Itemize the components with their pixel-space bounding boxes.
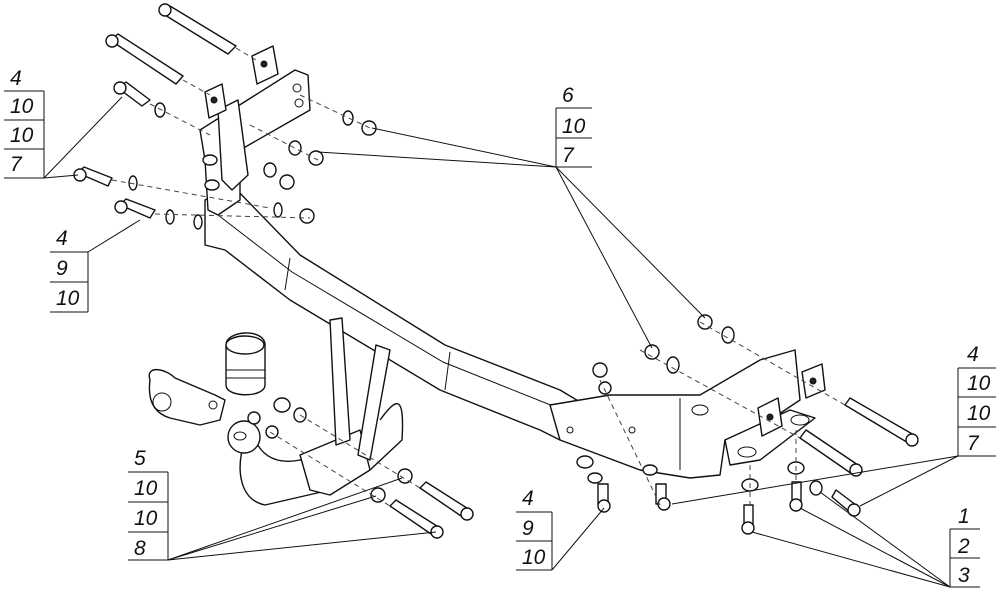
callout-label: 4 <box>56 227 68 250</box>
bolt-left-1 <box>113 81 151 107</box>
callout-label: 10 <box>967 402 991 425</box>
bolt-left-2 <box>73 166 113 187</box>
callout-label: 5 <box>134 447 146 470</box>
callout-label: 4 <box>10 67 22 90</box>
callout-bottom-center: 4 9 10 <box>516 487 605 571</box>
callout-label: 3 <box>958 564 970 587</box>
tow-ball-neck <box>227 317 404 506</box>
bolt-top-2 <box>105 33 184 85</box>
bolt-lower-mid <box>597 483 671 513</box>
cross-beam <box>204 184 586 441</box>
bolt-top-1 <box>158 3 237 55</box>
callout-top-center: 6 10 7 <box>317 84 706 349</box>
left-mounting-bracket <box>199 45 311 216</box>
assembly-axis-lines <box>111 47 846 507</box>
callout-top-left: 4 10 10 7 <box>4 67 123 179</box>
callout-label: 4 <box>967 343 979 366</box>
bolt-vertical-1 <box>741 504 755 535</box>
socket-plate <box>148 368 226 426</box>
bolt-left-3 <box>114 198 156 219</box>
callout-bottom-right: 1 2 3 <box>751 491 980 588</box>
bolts <box>73 3 919 539</box>
callout-right: 4 10 10 7 <box>671 343 996 507</box>
callout-label: 7 <box>967 432 980 455</box>
bolt-right-1 <box>844 397 919 447</box>
right-mounting-bracket <box>549 349 826 479</box>
callout-label: 10 <box>134 507 158 530</box>
ball-cover-cap <box>225 332 266 396</box>
callout-label: 10 <box>522 546 546 569</box>
bolt-right-3 <box>831 489 861 517</box>
callout-label: 9 <box>522 517 534 540</box>
callout-bottom-left: 5 10 10 8 <box>128 447 437 561</box>
callout-mid-left: 4 9 10 <box>50 219 141 313</box>
callout-label: 7 <box>562 144 575 167</box>
bolt-vertical-2 <box>789 481 803 512</box>
callout-label: 9 <box>56 257 68 280</box>
bolt-bottom-2 <box>389 499 444 539</box>
callout-label: 6 <box>562 84 574 107</box>
callout-label: 2 <box>957 535 970 558</box>
callout-label: 7 <box>10 153 23 176</box>
callout-label: 10 <box>56 287 80 310</box>
callout-label: 10 <box>967 372 991 395</box>
callout-label: 10 <box>562 115 586 138</box>
bolt-bottom-1 <box>419 481 474 521</box>
callout-label: 8 <box>134 537 146 560</box>
bolt-right-2 <box>799 429 863 477</box>
callout-label: 10 <box>134 477 158 500</box>
callout-label: 10 <box>10 95 34 118</box>
callout-label: 1 <box>958 505 970 528</box>
callout-label: 10 <box>10 124 34 147</box>
callout-label: 4 <box>522 487 534 510</box>
